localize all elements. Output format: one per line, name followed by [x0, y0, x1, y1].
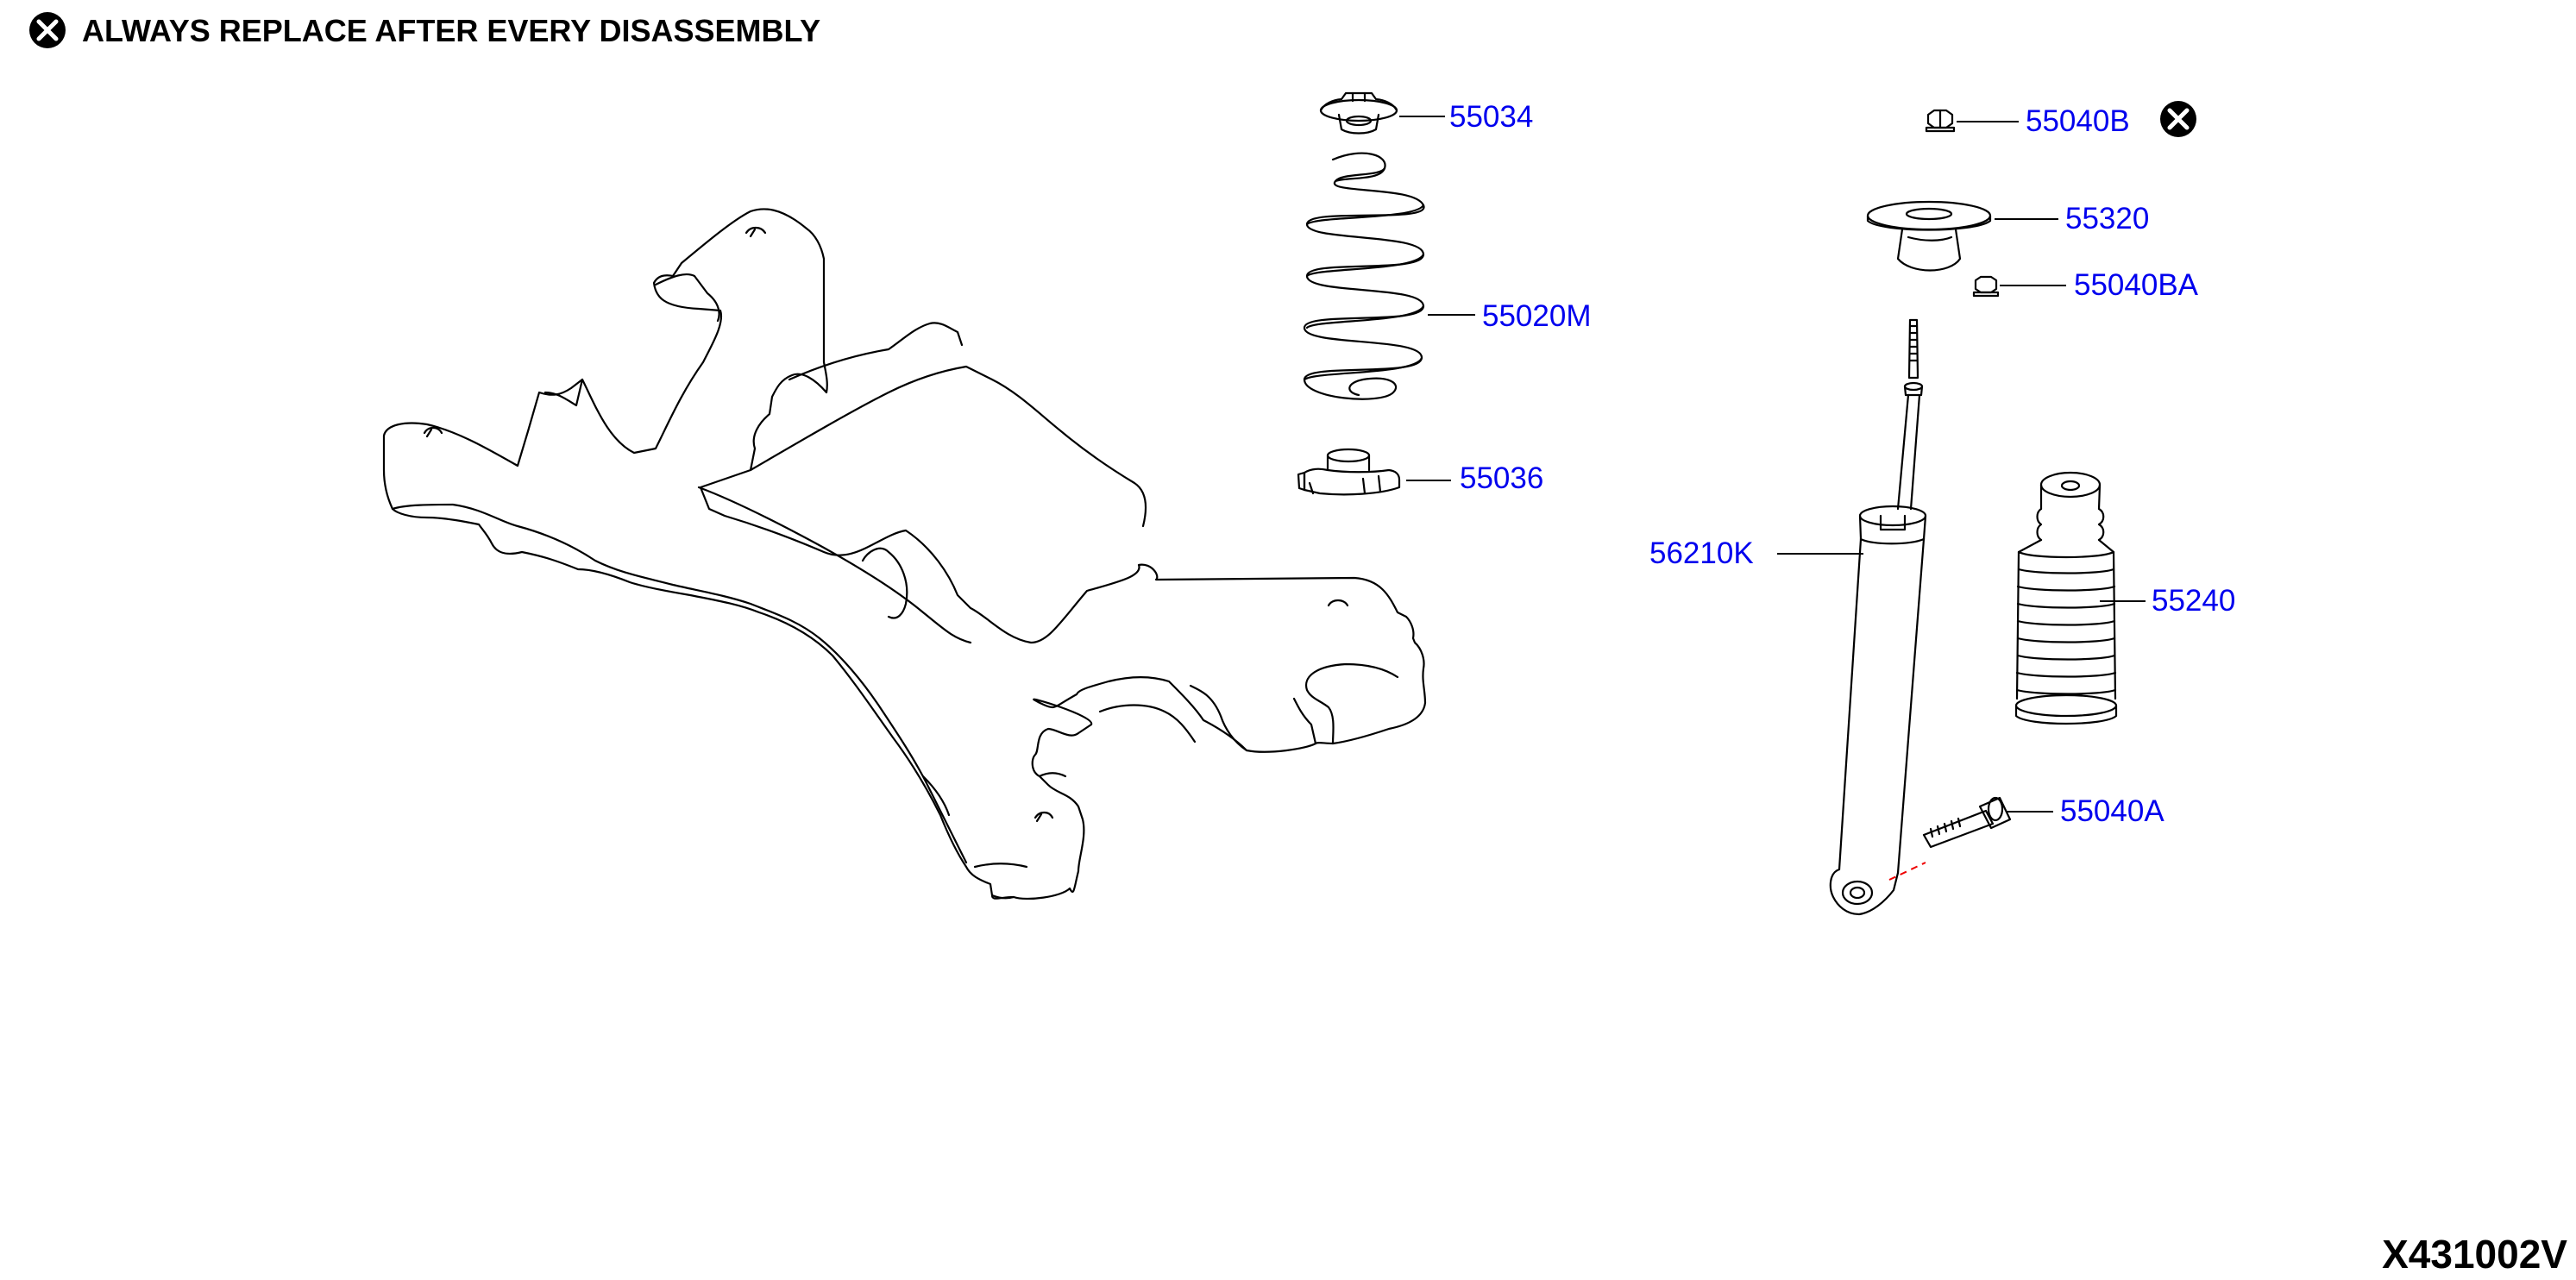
part-label-55036[interactable]: 55036 — [1460, 461, 1543, 495]
replace-note: ALWAYS REPLACE AFTER EVERY DISASSEMBLY — [29, 12, 820, 48]
lower-bolt-illustration — [1922, 796, 2012, 849]
part-label-55040a[interactable]: 55040A — [2060, 794, 2164, 828]
rear-suspension-member-illustration — [382, 208, 1427, 900]
part-label-55040ba[interactable]: 55040BA — [2074, 268, 2199, 302]
mount-nut-illustration — [1972, 275, 2000, 298]
coil-spring-illustration — [1303, 152, 1425, 400]
shock-absorber-illustration — [1829, 318, 1927, 916]
strut-mount-insulator-illustration — [1866, 200, 1992, 272]
diagram-code: X431002V — [2382, 1232, 2567, 1277]
part-label-55020m[interactable]: 55020M — [1482, 299, 1591, 333]
x-circle-icon — [29, 12, 66, 48]
part-label-55320[interactable]: 55320 — [2065, 202, 2149, 235]
part-label-56210k[interactable]: 56210K — [1649, 536, 1754, 570]
dust-boot-illustration — [2014, 471, 2118, 725]
part-label-55034[interactable]: 55034 — [1449, 100, 1533, 134]
lower-spring-seat-illustration — [1297, 448, 1401, 496]
upper-nut-illustration — [1925, 109, 1956, 133]
part-label-55040b[interactable]: 55040B — [2026, 104, 2130, 138]
upper-spring-seat-illustration — [1319, 91, 1398, 135]
part-label-55240[interactable]: 55240 — [2152, 584, 2235, 618]
replace-note-text: ALWAYS REPLACE AFTER EVERY DISASSEMBLY — [82, 13, 820, 48]
x-circle-icon — [2160, 101, 2196, 137]
